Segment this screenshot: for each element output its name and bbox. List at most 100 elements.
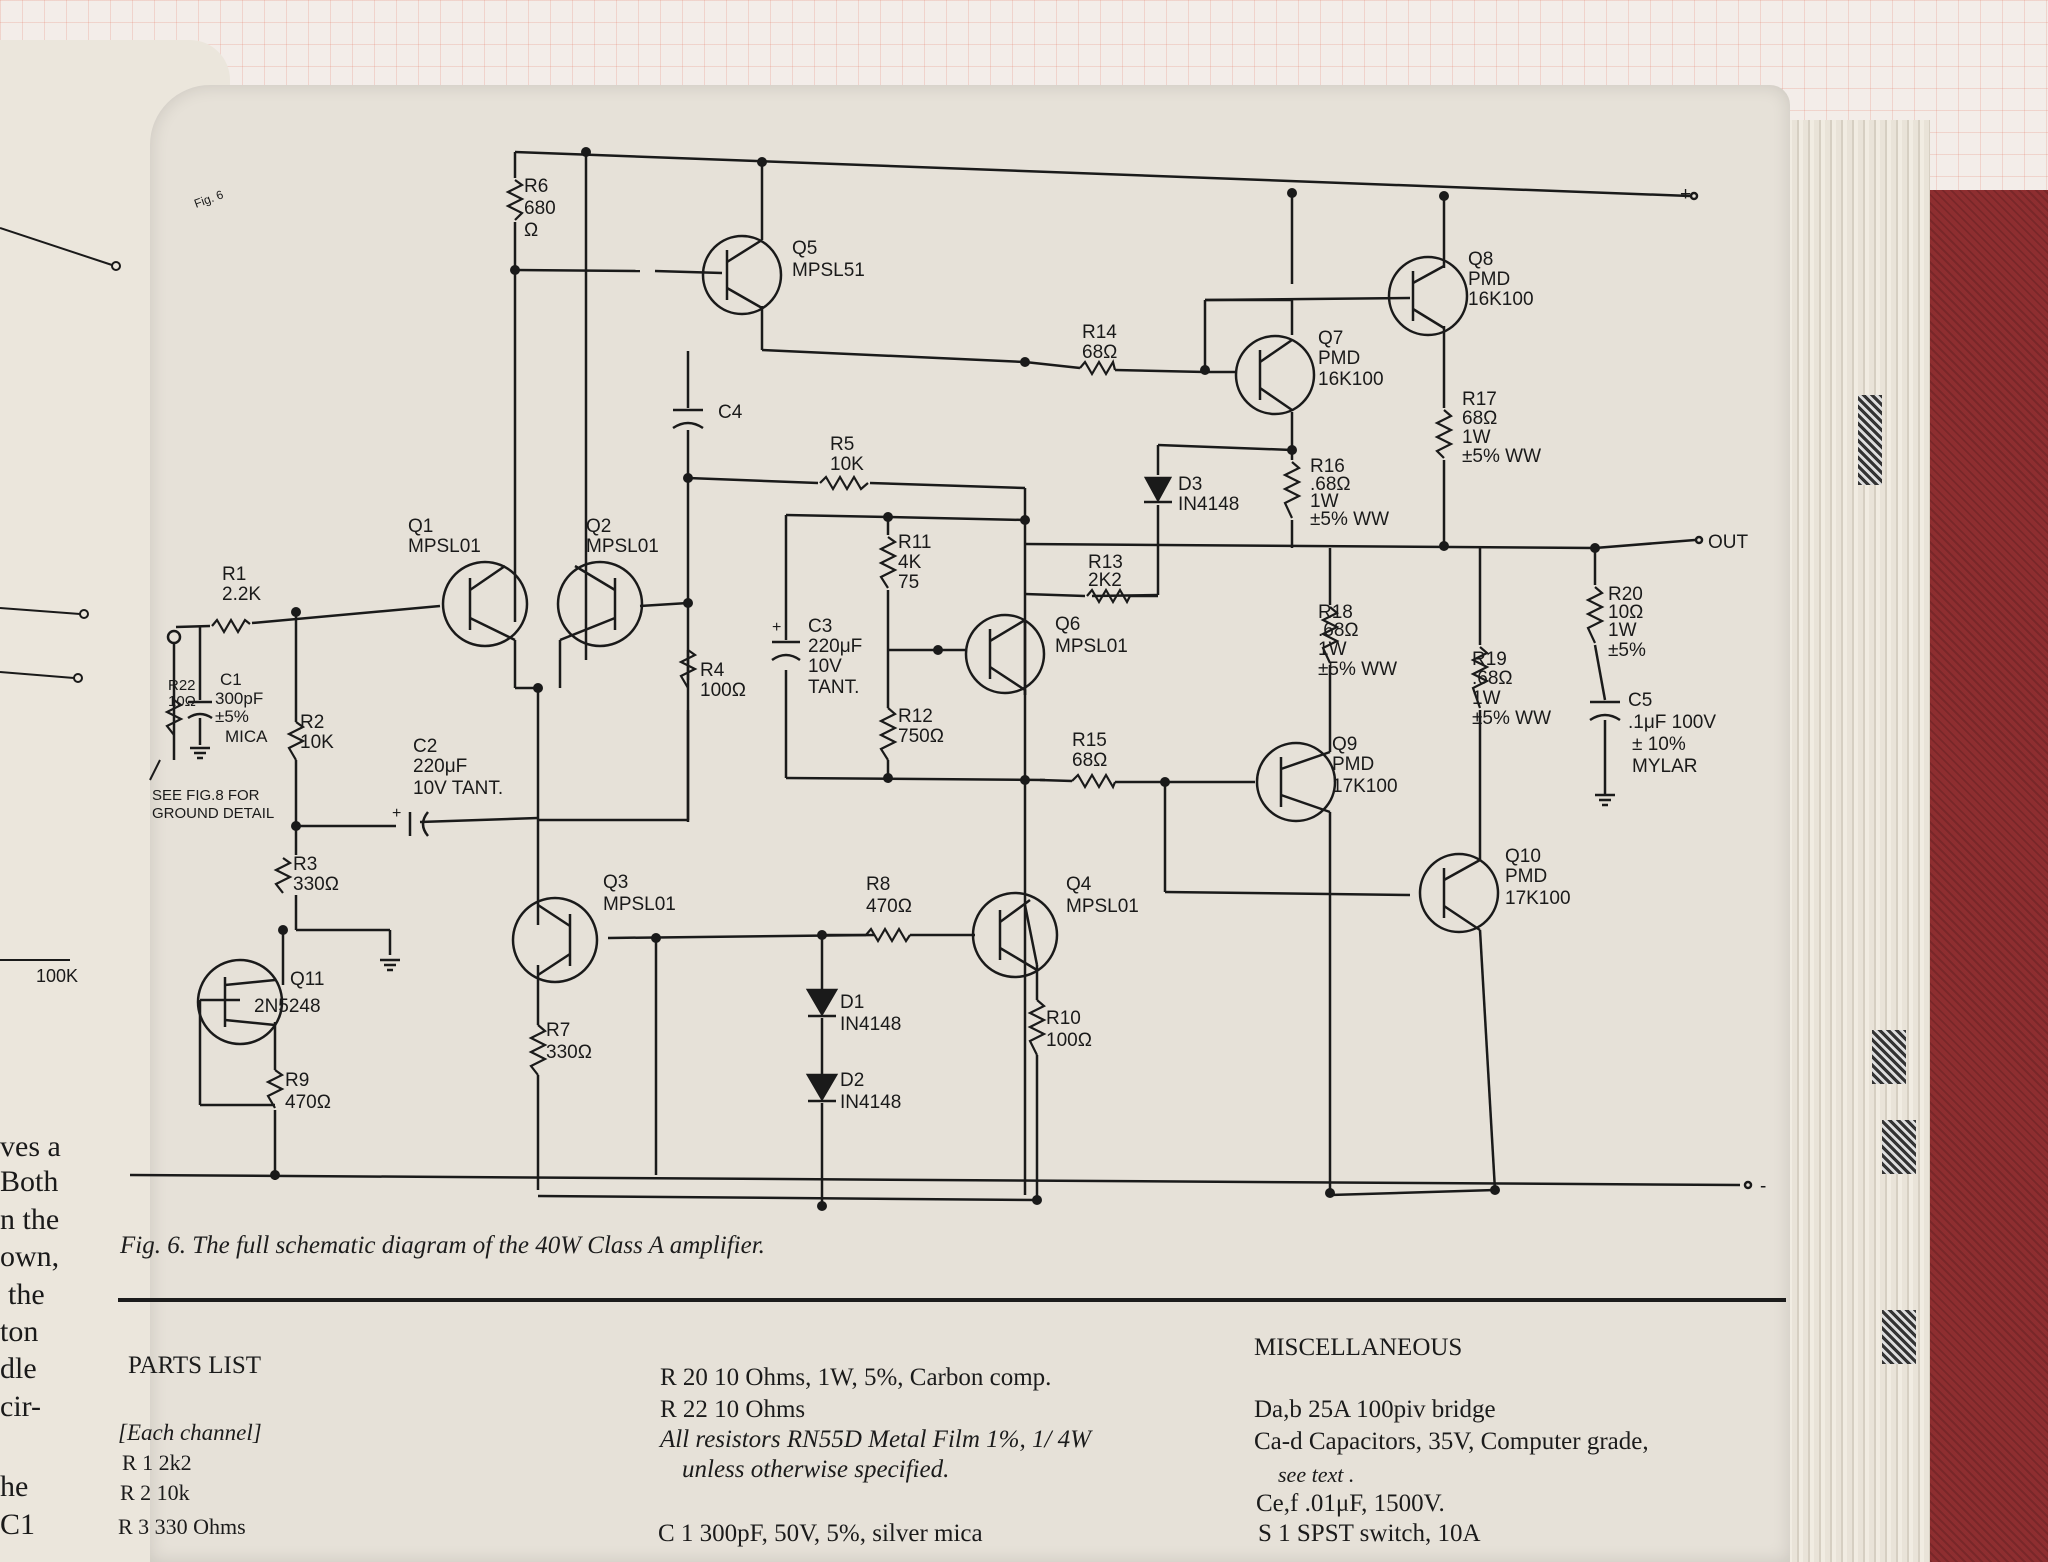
miscellaneous-line: Ca-d Capacitors, 35V, Computer grade, — [1254, 1428, 1649, 1455]
r3-resistor — [273, 857, 293, 894]
parts-list-item: R 3 330 Ohms — [118, 1514, 246, 1539]
q9-label: Q9 — [1332, 734, 1357, 755]
q7-part: 16K100 — [1318, 369, 1384, 390]
c5-tolerance: ± 10% — [1632, 734, 1686, 755]
ground-symbol — [188, 746, 212, 760]
d2-part: IN4148 — [840, 1092, 901, 1113]
c2-label: C2 — [413, 736, 437, 757]
miscellaneous-line: S 1 SPST switch, 10A — [1258, 1520, 1481, 1547]
r19-resistor — [1470, 646, 1490, 709]
q1-label: Q1 — [408, 516, 433, 537]
r15-value: 68Ω — [1072, 750, 1107, 771]
d2-diode — [805, 1073, 839, 1103]
r14-value: 68Ω — [1082, 342, 1117, 363]
r20-value: 10Ω — [1608, 602, 1643, 623]
r22-label: R22 — [168, 677, 196, 694]
left-page-fragment: cir- — [0, 1390, 42, 1423]
r7-label: R7 — [546, 1020, 570, 1041]
left-page-fragment: own, — [0, 1240, 60, 1273]
r18-power: 1W — [1318, 639, 1347, 660]
q1-part: MPSL01 — [408, 536, 481, 557]
q5-part: MPSL51 — [792, 260, 865, 281]
q9-part: 17K100 — [1332, 776, 1398, 797]
r12-resistor — [878, 707, 898, 761]
capacitor-symbols — [187, 408, 1621, 837]
c1-type: MICA — [225, 727, 268, 746]
r14-label: R14 — [1082, 322, 1117, 343]
q2-label: Q2 — [586, 516, 611, 537]
r5-value: 10K — [830, 454, 864, 475]
r20-power: 1W — [1608, 620, 1637, 641]
r11-value: 4K — [898, 552, 922, 573]
parts-list-title: PARTS LIST — [128, 1352, 262, 1379]
c1-value: 300pF — [215, 689, 263, 708]
r19-power: 1W — [1472, 688, 1501, 709]
q8-type: PMD — [1468, 269, 1510, 290]
q4-label: Q4 — [1066, 874, 1092, 895]
q4-part: MPSL01 — [1066, 896, 1139, 917]
miscellaneous-line: Da,b 25A 100piv bridge — [1254, 1396, 1496, 1423]
q2-part: MPSL01 — [586, 536, 659, 557]
resistor-symbols — [164, 179, 1605, 1109]
r8-resistor — [865, 926, 911, 944]
left-page-fragment: ves a — [0, 1130, 61, 1163]
r12-label: R12 — [898, 706, 933, 727]
q7-label: Q7 — [1318, 328, 1343, 349]
left-page-fragment: dle — [0, 1352, 37, 1385]
r1-value: 2.2K — [222, 584, 261, 605]
fig-side-label: Fig. 6 — [192, 187, 225, 211]
d1-diode — [805, 988, 839, 1018]
book-cover-edge — [1930, 190, 2048, 1562]
left-page-fragment: the — [8, 1278, 45, 1311]
r20-label: R20 — [1608, 584, 1643, 605]
q11-transistor — [196, 958, 284, 1046]
r7-resistor — [528, 1024, 548, 1076]
c4-capacitor — [672, 408, 704, 430]
page-tab-mark — [1882, 1310, 1916, 1364]
middle-column-line: unless otherwise specified. — [682, 1456, 950, 1483]
r6-label: R6 — [524, 176, 548, 197]
schematic-wires — [129, 150, 1753, 1206]
r19-label: R19 — [1472, 649, 1507, 670]
c1-capacitor — [187, 700, 213, 745]
q5-label: Q5 — [792, 238, 817, 259]
r10-label: R10 — [1046, 1008, 1081, 1029]
c5-value: .1μF 100V — [1628, 712, 1716, 733]
c3-value: 220μF — [808, 636, 862, 657]
c3-voltage: 10V — [808, 656, 842, 677]
r18-label: R18 — [1318, 602, 1353, 623]
q8-part: 16K100 — [1468, 289, 1534, 310]
wire-junctions — [270, 147, 1600, 1211]
q8-transistor — [1387, 255, 1469, 337]
left-page-fragment: ton — [0, 1315, 39, 1348]
middle-column-line: All resistors RN55D Metal Film 1%, 1/ 4W — [660, 1426, 1091, 1453]
c5-label: C5 — [1628, 690, 1652, 711]
r16-label: R16 — [1310, 456, 1345, 477]
transistor-symbols — [196, 234, 1500, 1046]
miscellaneous-title: MISCELLANEOUS — [1254, 1334, 1463, 1361]
c4-label: C4 — [718, 402, 743, 423]
q6-label: Q6 — [1055, 614, 1080, 635]
r1-label: R1 — [222, 564, 246, 585]
d3-label: D3 — [1178, 474, 1202, 495]
r13-value: 2K2 — [1088, 570, 1122, 591]
r6-value: 680 — [524, 198, 556, 219]
caption-divider — [118, 1298, 1786, 1302]
r16-power: 1W — [1310, 491, 1339, 512]
r4-resistor — [678, 649, 698, 689]
r14-resistor — [1079, 359, 1117, 377]
miscellaneous-line: Ce,f .01μF, 1500V. — [1256, 1490, 1445, 1517]
r19-tolerance: ±5% WW — [1472, 708, 1551, 729]
q10-transistor — [1418, 852, 1500, 934]
ground-symbol — [1593, 793, 1617, 807]
q10-part: 17K100 — [1505, 888, 1571, 909]
c2-polarity: + — [392, 805, 401, 822]
left-page-fragment: he — [0, 1470, 29, 1503]
r16-tolerance: ±5% WW — [1310, 509, 1389, 530]
page-tab-mark — [1872, 1030, 1906, 1084]
middle-column-line: C 1 300pF, 50V, 5%, silver mica — [658, 1520, 983, 1547]
r17-label: R17 — [1462, 389, 1497, 410]
q3-label: Q3 — [603, 872, 628, 893]
r11-value-2: 75 — [898, 572, 919, 593]
chassis-ground-mark — [149, 759, 161, 781]
